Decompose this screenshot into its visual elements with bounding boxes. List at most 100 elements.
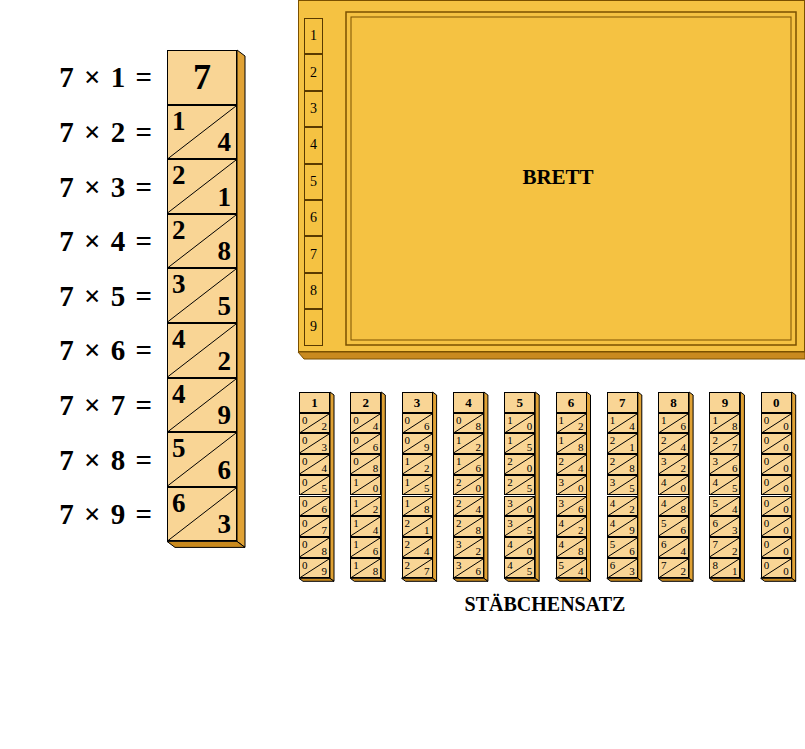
cell-diagonal-line <box>168 433 236 486</box>
rod-product-cell: 35 <box>167 268 237 323</box>
rod-product-cell: 09 <box>299 558 330 579</box>
cell-diagonal-line <box>762 414 791 433</box>
units-digit: 0 <box>783 483 789 494</box>
cell-diagonal-line <box>403 434 432 453</box>
board-index-cell: 2 <box>304 54 323 90</box>
equation-label: 7 × 8 = <box>2 442 152 478</box>
cell-diagonal-line <box>403 538 432 557</box>
tens-digit: 2 <box>456 498 462 509</box>
units-digit: 5 <box>527 442 533 453</box>
tens-digit: 0 <box>302 539 308 550</box>
units-digit: 0 <box>527 421 533 432</box>
rod-product-cell: 14 <box>167 105 237 160</box>
rod-product-cell: 32 <box>453 537 484 558</box>
rod-product-cell: 16 <box>453 454 484 475</box>
cell-diagonal-line <box>710 434 739 453</box>
cell-diagonal-line <box>168 106 236 159</box>
rod-digit: 0 <box>773 396 780 409</box>
cell-diagonal-line <box>454 538 483 557</box>
cell-diagonal-line <box>351 497 380 516</box>
units-digit: 8 <box>373 566 379 577</box>
tens-digit: 5 <box>172 435 186 462</box>
units-digit: 5 <box>629 483 635 494</box>
cell-diagonal-line <box>403 497 432 516</box>
tens-digit: 8 <box>712 560 718 571</box>
units-digit: 0 <box>783 421 789 432</box>
rod-product-cell: 12 <box>453 433 484 454</box>
rod-bottom <box>761 578 796 581</box>
rod-product-cell: 00 <box>761 516 792 537</box>
cell-diagonal-line <box>710 414 739 433</box>
units-digit: 1 <box>629 442 635 453</box>
units-digit: 0 <box>527 546 533 557</box>
rod-product-cell: 00 <box>761 496 792 517</box>
cell-diagonal-line <box>300 434 329 453</box>
tens-digit: 1 <box>405 477 411 488</box>
rod-digit: 9 <box>722 396 729 409</box>
units-digit: 0 <box>527 504 533 515</box>
equation-label: 7 × 9 = <box>2 496 152 532</box>
cell-diagonal-line <box>710 476 739 495</box>
tens-digit: 2 <box>559 456 565 467</box>
row-number: 5 <box>310 175 317 189</box>
units-digit: 5 <box>218 293 232 320</box>
rod-header-cell: 1 <box>299 392 330 413</box>
tens-digit: 0 <box>353 456 359 467</box>
tens-digit: 2 <box>456 518 462 529</box>
cell-diagonal-line <box>351 414 380 433</box>
rod-digit: 7 <box>619 396 626 409</box>
cell-diagonal-line <box>351 517 380 536</box>
cell-diagonal-line <box>557 476 586 495</box>
tens-digit: 6 <box>172 490 186 517</box>
cell-diagonal-line <box>505 559 534 578</box>
rod-product-cell: 27 <box>402 558 433 579</box>
rod-product-cell: 35 <box>504 516 535 537</box>
cell-diagonal-line <box>762 538 791 557</box>
cell-diagonal-line <box>608 414 637 433</box>
rod-product-cell: 16 <box>350 537 381 558</box>
rod-product-cell: 07 <box>299 516 330 537</box>
cell-diagonal-line <box>454 497 483 516</box>
row-number: 3 <box>310 102 317 116</box>
rod-product-cell: 56 <box>167 432 237 487</box>
tens-digit: 1 <box>559 435 565 446</box>
rod-side <box>484 392 488 581</box>
tens-digit: 0 <box>764 415 770 426</box>
rod-product-cell: 00 <box>761 454 792 475</box>
tens-digit: 2 <box>610 456 616 467</box>
rod-product-cell: 45 <box>709 475 740 496</box>
rod-side <box>792 392 796 581</box>
units-digit: 6 <box>578 504 584 515</box>
rod-product-cell: 14 <box>607 413 638 434</box>
units-digit: 8 <box>475 525 481 536</box>
tens-digit: 0 <box>764 477 770 488</box>
cell-diagonal-line <box>168 324 236 377</box>
row-number: 8 <box>310 284 317 298</box>
rod-bottom <box>402 578 437 581</box>
cell-diagonal-line <box>168 379 236 432</box>
row-number: 6 <box>310 211 317 225</box>
board-bevel <box>298 352 805 359</box>
units-digit: 4 <box>578 463 584 474</box>
board-frame-outer <box>346 12 796 345</box>
rod-header-cell: 6 <box>556 392 587 413</box>
tens-digit: 4 <box>661 498 667 509</box>
rod-product-cell: 04 <box>350 413 381 434</box>
units-digit: 6 <box>475 566 481 577</box>
cell-diagonal-line <box>762 476 791 495</box>
rod-bottom <box>556 578 591 581</box>
rod-side <box>237 50 245 547</box>
rod-product-cell: 08 <box>453 413 484 434</box>
tens-digit: 0 <box>456 415 462 426</box>
tens-digit: 0 <box>764 560 770 571</box>
tens-digit: 0 <box>764 498 770 509</box>
cell-diagonal-line <box>454 414 483 433</box>
tens-digit: 1 <box>353 539 359 550</box>
tens-digit: 3 <box>456 539 462 550</box>
rod-product-cell: 10 <box>350 475 381 496</box>
cell-diagonal-line <box>608 497 637 516</box>
units-digit: 3 <box>322 442 328 453</box>
tens-digit: 0 <box>353 435 359 446</box>
rod-digit: 7 <box>193 59 211 95</box>
cell-diagonal-line <box>351 476 380 495</box>
